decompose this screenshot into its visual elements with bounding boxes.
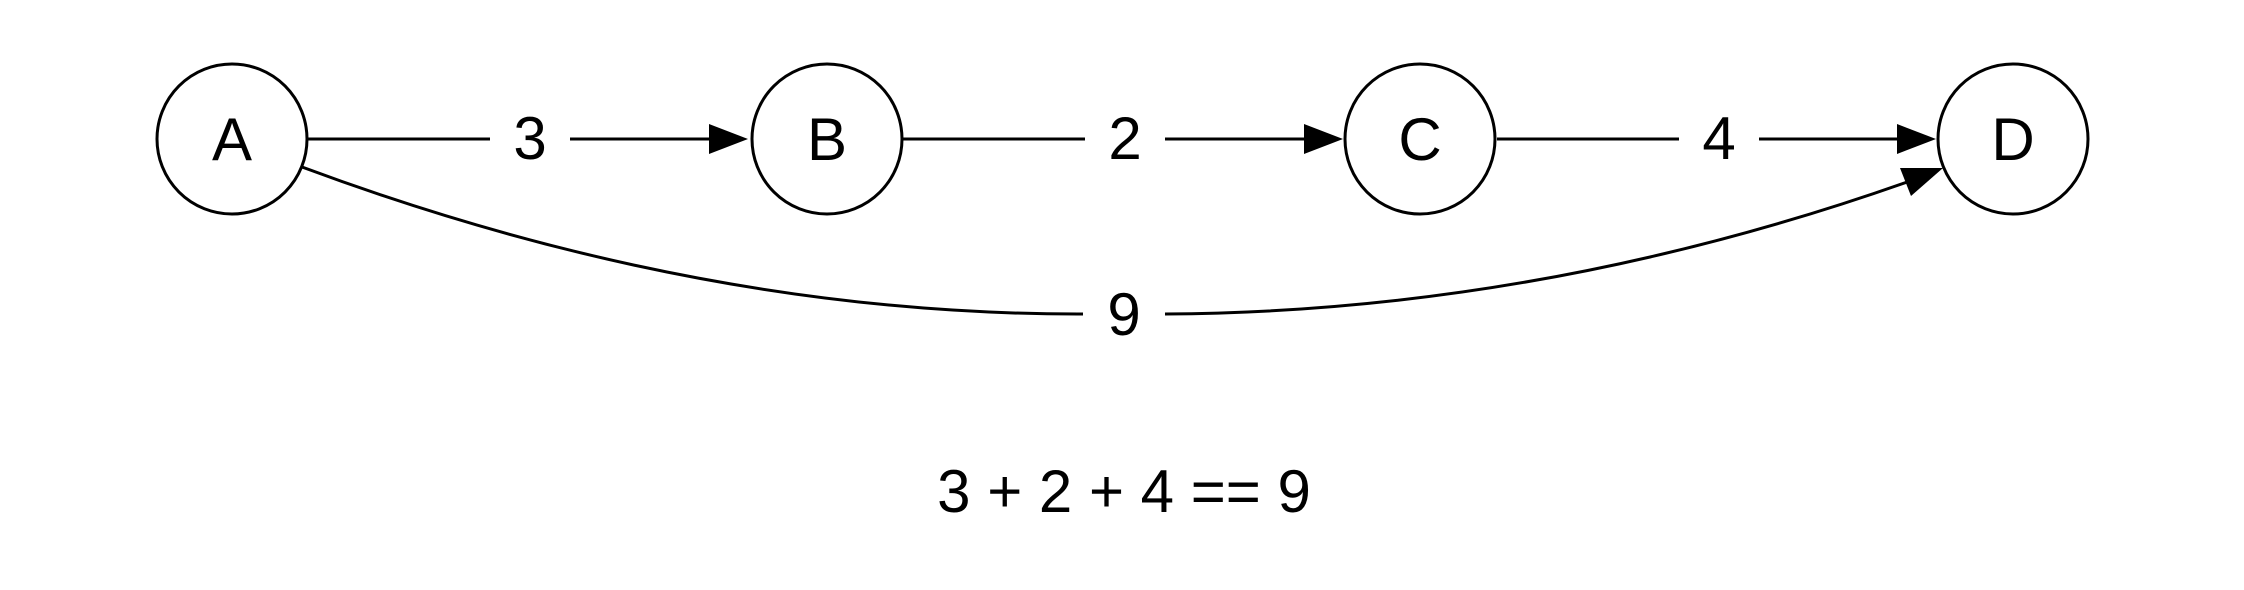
edge-c-d-weight: 4 (1702, 105, 1735, 172)
node-a-label: A (212, 106, 252, 173)
edge-c-d-arrowhead (1897, 124, 1936, 154)
equation-caption: 3 + 2 + 4 == 9 (937, 458, 1311, 525)
edge-a-d-curve-right (1164, 179, 1911, 316)
edge-a-b-arrowhead (709, 124, 748, 154)
edge-a-d-arrowhead (1900, 168, 1943, 196)
edge-b-c-arrowhead (1304, 124, 1343, 154)
edge-a-b-weight: 3 (513, 105, 546, 172)
edge-a-b: 3 (308, 105, 748, 172)
edge-b-c-weight: 2 (1108, 105, 1141, 172)
node-d: D (1936, 62, 2090, 216)
edge-a-d-weight: 9 (1107, 281, 1140, 348)
node-d-label: D (1991, 106, 2034, 173)
node-b: B (750, 62, 904, 216)
node-c: C (1343, 62, 1497, 216)
node-c-label: C (1398, 106, 1441, 173)
node-a: A (155, 62, 309, 216)
edge-a-d: 9 (301, 165, 1943, 348)
edge-b-c: 2 (903, 105, 1343, 172)
edge-c-d: 4 (1497, 105, 1936, 172)
node-b-label: B (807, 106, 847, 173)
edge-a-d-curve-left (301, 165, 1084, 316)
